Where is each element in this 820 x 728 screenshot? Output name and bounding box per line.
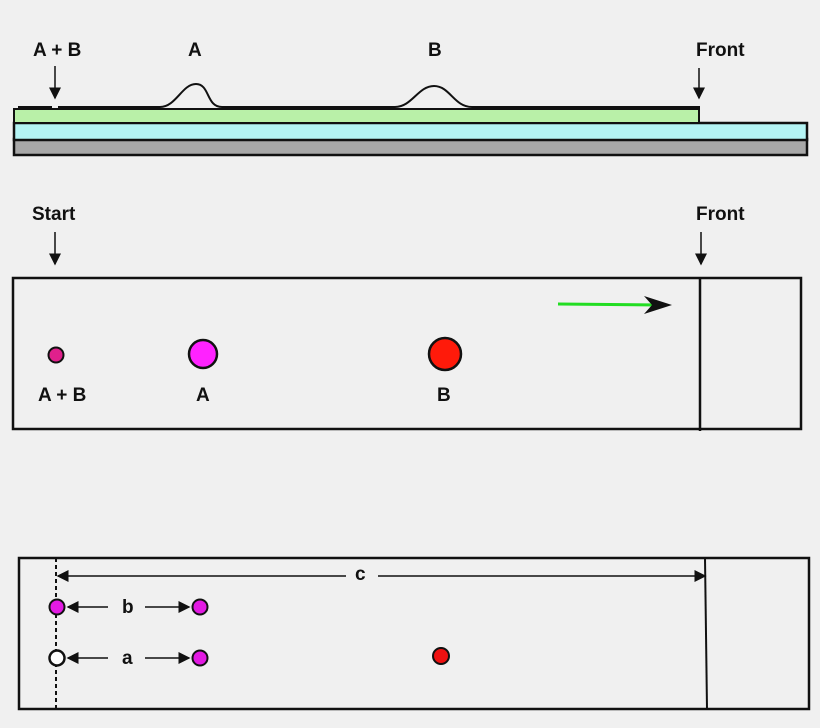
chromatogram-profile xyxy=(18,82,700,108)
spot-a-plus-b xyxy=(47,346,65,364)
label-a-spot: A xyxy=(196,385,210,406)
spot-b-origin xyxy=(48,598,66,616)
spot-b-end xyxy=(191,598,209,616)
spot-b xyxy=(427,336,463,372)
label-front-middle: Front xyxy=(696,204,745,225)
spot-red-measure xyxy=(432,647,450,665)
label-c: c xyxy=(355,564,366,585)
label-a-plus-b-top: A + B xyxy=(33,40,81,61)
front-line-measure xyxy=(704,557,708,710)
solvent-direction-arrowhead xyxy=(644,296,672,314)
glass-plate xyxy=(12,121,809,142)
stationary-phase xyxy=(13,108,700,124)
tlc-plate xyxy=(11,276,803,431)
tlc-plate-measure xyxy=(17,556,811,711)
solvent-direction-arrow xyxy=(557,302,661,307)
label-start: Start xyxy=(32,204,76,225)
label-a-plus-b-spot: A + B xyxy=(38,385,86,406)
base-layer xyxy=(12,137,809,157)
spot-a-end xyxy=(191,649,209,667)
plate-top-view: Start Front A + B A B xyxy=(11,204,803,431)
label-b-top: B xyxy=(428,40,442,61)
spot-a-origin xyxy=(48,649,66,667)
label-front-top: Front xyxy=(696,40,745,61)
label-a-top: A xyxy=(188,40,202,61)
spot-a xyxy=(187,338,219,370)
rf-measurement-panel: c b a xyxy=(17,556,811,711)
label-b-spot: B xyxy=(437,385,451,406)
label-a-distance: a xyxy=(122,648,133,669)
label-b-distance: b xyxy=(122,597,134,618)
side-view-panel: A + B A B Front xyxy=(12,40,809,157)
